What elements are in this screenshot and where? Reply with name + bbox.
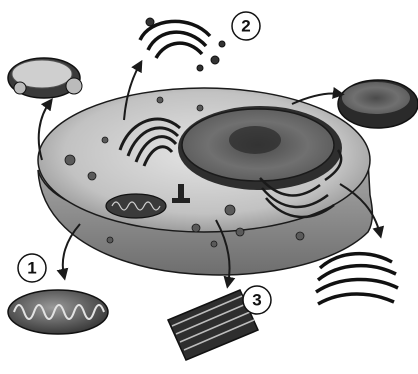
golgi-detail <box>140 18 225 71</box>
svg-text:3: 3 <box>252 291 261 310</box>
vacuole-detail <box>8 58 82 98</box>
nucleus-detail <box>338 80 418 128</box>
callout-2: 2 <box>232 12 260 40</box>
nucleus <box>178 106 342 190</box>
cell-mitochondrion <box>106 194 166 218</box>
svg-text:2: 2 <box>241 17 250 36</box>
svg-text:1: 1 <box>27 259 36 278</box>
mitochondrion-detail <box>8 290 108 334</box>
callout-1: 1 <box>18 254 46 282</box>
er-detail <box>316 254 398 304</box>
cell-body <box>38 88 372 275</box>
callout-3: 3 <box>243 286 271 314</box>
